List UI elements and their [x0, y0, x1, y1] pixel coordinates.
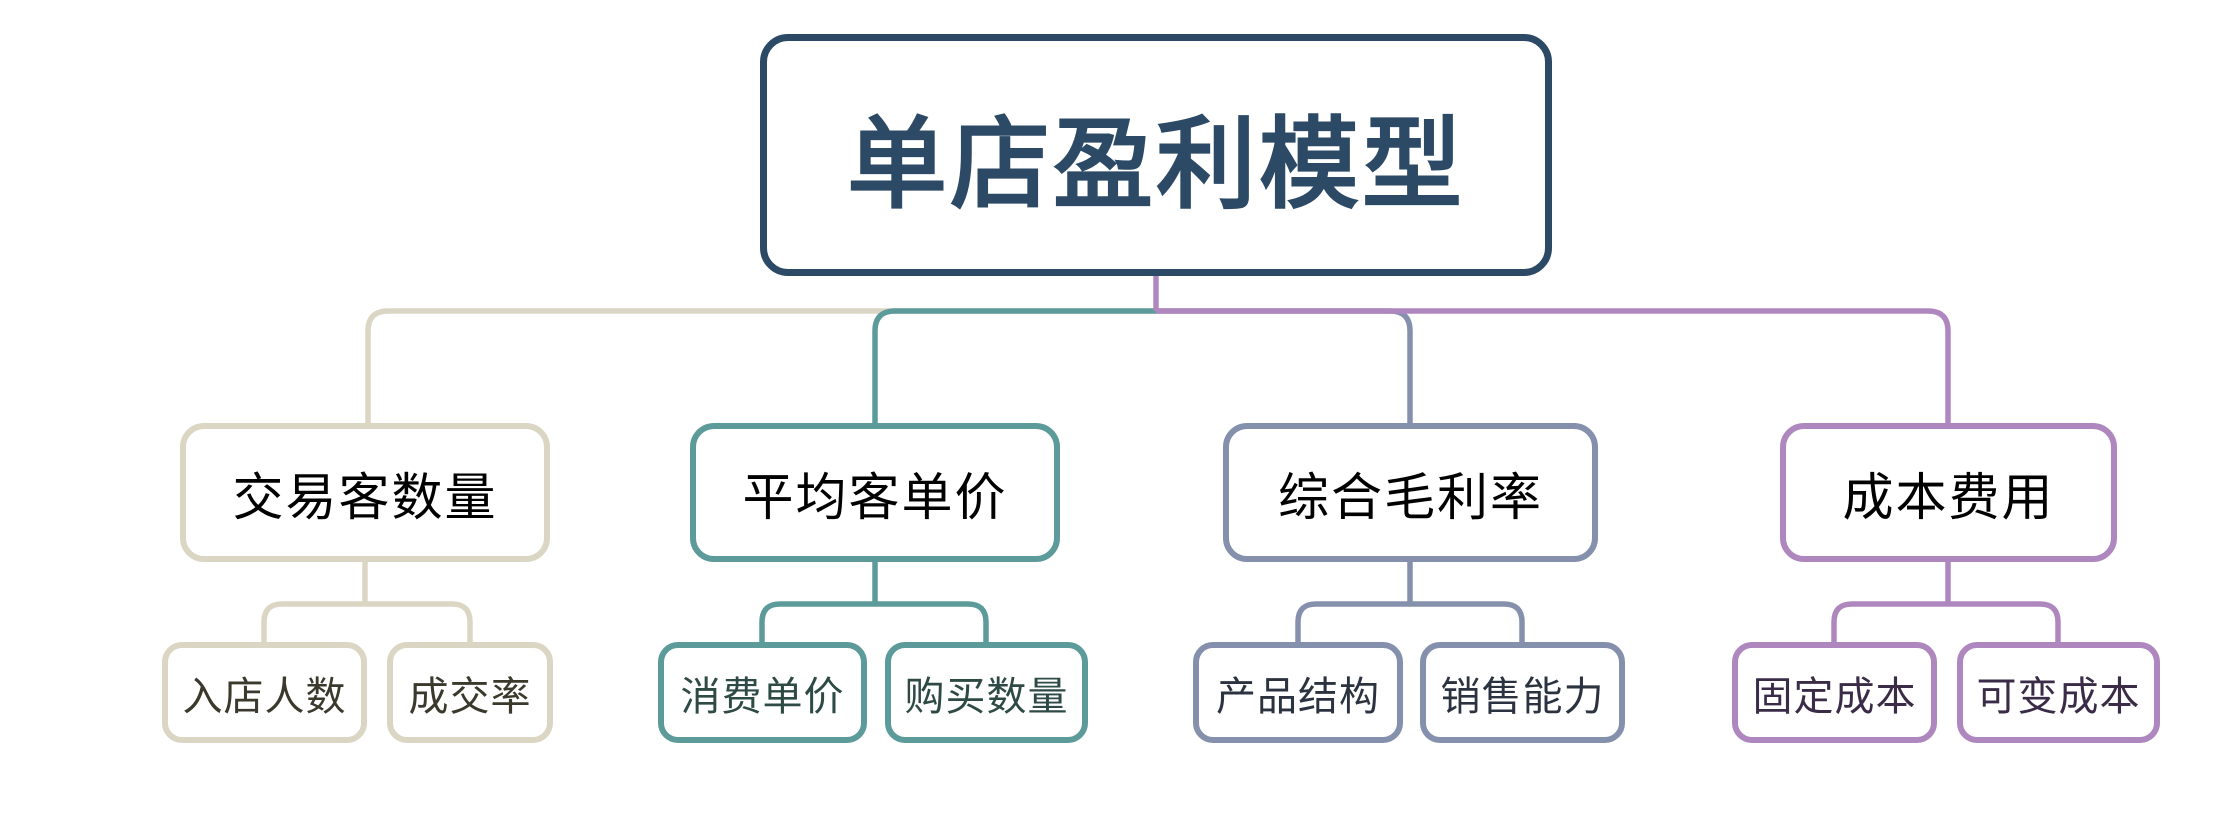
child-node-label: 成交率 — [408, 674, 532, 719]
child-node-label: 消费单价 — [680, 674, 845, 719]
branch-node-label: 平均客单价 — [742, 468, 1008, 526]
branch-2-connector — [872, 308, 1156, 425]
child-node-label: 固定成本 — [1752, 674, 1917, 719]
branch-4-children-connector — [1831, 558, 2061, 644]
child-node-fixed-cost[interactable]: 固定成本 — [1732, 642, 1937, 743]
branch-2-children-connector — [759, 558, 989, 644]
root-node[interactable]: 单店盈利模型 — [760, 34, 1552, 276]
branch-node-cost-expense[interactable]: 成本费用 — [1780, 423, 2117, 562]
child-node-purchase-quantity[interactable]: 购买数量 — [885, 642, 1088, 743]
branch-3-connector — [1156, 308, 1413, 425]
branch-1-children-connector — [261, 558, 473, 644]
child-node-label: 销售能力 — [1440, 674, 1605, 719]
child-node-product-structure[interactable]: 产品结构 — [1193, 642, 1403, 743]
branch-node-label: 交易客数量 — [232, 468, 498, 526]
child-node-label: 产品结构 — [1216, 674, 1380, 719]
branch-node-transaction-customers[interactable]: 交易客数量 — [180, 423, 550, 562]
branch-node-label: 成本费用 — [1842, 468, 2055, 526]
child-node-store-visitors[interactable]: 入店人数 — [162, 642, 367, 743]
child-node-conversion-rate[interactable]: 成交率 — [387, 642, 553, 743]
child-node-label: 购买数量 — [904, 674, 1069, 719]
branch-node-gross-margin[interactable]: 综合毛利率 — [1223, 423, 1598, 562]
branch-1-connector — [365, 308, 1156, 425]
branch-node-average-ticket[interactable]: 平均客单价 — [690, 423, 1060, 562]
child-node-label: 入店人数 — [182, 674, 347, 719]
root-node-label: 单店盈利模型 — [847, 108, 1465, 221]
child-node-variable-cost[interactable]: 可变成本 — [1957, 642, 2160, 743]
branch-node-label: 综合毛利率 — [1277, 468, 1543, 526]
child-node-unit-price[interactable]: 消费单价 — [658, 642, 867, 743]
branch-4-connector — [1156, 308, 1951, 425]
child-node-label: 可变成本 — [1976, 674, 2141, 719]
child-node-sales-capability[interactable]: 销售能力 — [1420, 642, 1625, 743]
branch-3-children-connector — [1295, 558, 1525, 644]
